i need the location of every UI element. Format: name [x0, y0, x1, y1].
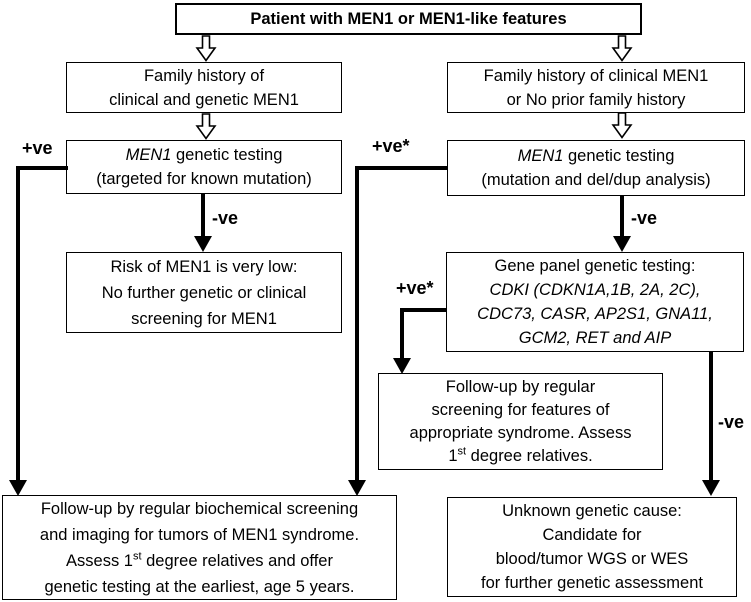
edge-line	[620, 196, 624, 238]
edge-line	[400, 308, 404, 360]
edge-line	[709, 352, 713, 482]
node-text-line: CDKI (CDKN1A,1B, 2A, 2C),	[489, 281, 701, 299]
edge-line	[400, 308, 446, 312]
edge-label-positive-star-panel: +ve*	[396, 278, 434, 298]
node-family-history-clinical-or-none: Family history of clinical MEN1 or No pri…	[447, 62, 745, 113]
node-text-line: screening for features of	[431, 400, 610, 419]
node-text-line: MEN1 genetic testing	[517, 147, 675, 165]
node-men1-testing-targeted: MEN1 genetic testing (targeted for known …	[66, 140, 342, 194]
node-text-line: CDC73, CASR, AP2S1, GNA11,	[477, 305, 713, 323]
node-text-line: 1st degree relatives.	[448, 445, 593, 465]
node-text-line: (targeted for known mutation)	[96, 170, 312, 188]
node-risk-very-low: Risk of MEN1 is very low: No further gene…	[66, 252, 342, 333]
node-text-line: Unknown genetic cause:	[502, 502, 682, 520]
node-text-line: and imaging for tumors of MEN1 syndrome.	[39, 525, 360, 544]
edge-line	[201, 194, 205, 238]
edge-line	[16, 166, 68, 170]
hollow-down-arrow-icon	[611, 35, 633, 62]
node-text-line: clinical and genetic MEN1	[109, 90, 299, 109]
node-text-line: appropriate syndrome. Assess	[409, 423, 632, 442]
hollow-down-arrow-icon	[611, 112, 633, 139]
node-followup-men1-screening: Follow-up by regular biochemical screeni…	[2, 495, 397, 600]
edge-label-negative-right: -ve	[631, 208, 658, 228]
edge-label-positive-left: +ve	[22, 138, 53, 158]
edge-line	[16, 166, 20, 482]
node-text-line: blood/tumor WGS or WES	[495, 550, 689, 568]
node-text-line: Gene panel genetic testing:	[494, 257, 696, 275]
node-unknown-genetic-cause: Unknown genetic cause: Candidate for blood…	[447, 497, 737, 597]
node-text-line: No further genetic or clinical	[101, 283, 307, 302]
edge-label-negative-left: -ve	[212, 208, 239, 228]
node-family-history-known: Family history of clinical and genetic ME…	[66, 62, 342, 113]
node-text-line: Patient with MEN1 or MEN1-like features	[250, 10, 567, 28]
down-arrowhead-icon	[393, 358, 411, 374]
node-text-line: for further genetic assessment	[481, 574, 703, 592]
node-patient-features: Patient with MEN1 or MEN1-like features	[175, 3, 642, 35]
node-text-line: MEN1 genetic testing	[125, 146, 283, 164]
node-text-line: Follow-up by regular	[445, 377, 596, 396]
node-text-line: Family history of	[143, 66, 265, 85]
node-gene-panel-testing: Gene panel genetic testing: CDKI (CDKN1A,…	[446, 252, 744, 352]
edge-line	[355, 166, 447, 170]
node-text-line: GCM2, RET and AIP	[518, 329, 672, 347]
hollow-down-arrow-icon	[195, 35, 217, 62]
edge-line	[355, 166, 359, 482]
node-text-line: Risk of MEN1 is very low:	[110, 257, 298, 276]
edge-label-positive-star-right: +ve*	[372, 136, 410, 156]
down-arrowhead-icon	[348, 480, 366, 496]
node-text-line: Family history of clinical MEN1	[483, 66, 709, 85]
down-arrowhead-icon	[9, 480, 27, 496]
node-men1-testing-deldup: MEN1 genetic testing (mutation and del/du…	[447, 140, 745, 196]
down-arrowhead-icon	[613, 236, 631, 252]
down-arrowhead-icon	[702, 480, 720, 496]
node-text-line: Follow-up by regular biochemical screeni…	[40, 499, 359, 518]
node-text-line: Assess 1st degree relatives and offer	[66, 550, 333, 570]
node-text-line: (mutation and del/dup analysis)	[481, 171, 711, 189]
edge-label-negative-panel: -ve	[718, 412, 745, 432]
down-arrowhead-icon	[194, 236, 212, 252]
node-text-line: screening for MEN1	[131, 309, 277, 328]
node-text-line: genetic testing at the earliest, age 5 y…	[44, 577, 355, 596]
node-text-line: or No prior family history	[506, 90, 686, 109]
node-text-line: Candidate for	[542, 526, 642, 544]
node-followup-syndrome-screening: Follow-up by regular screening for featur…	[378, 373, 663, 470]
hollow-down-arrow-icon	[195, 113, 217, 140]
